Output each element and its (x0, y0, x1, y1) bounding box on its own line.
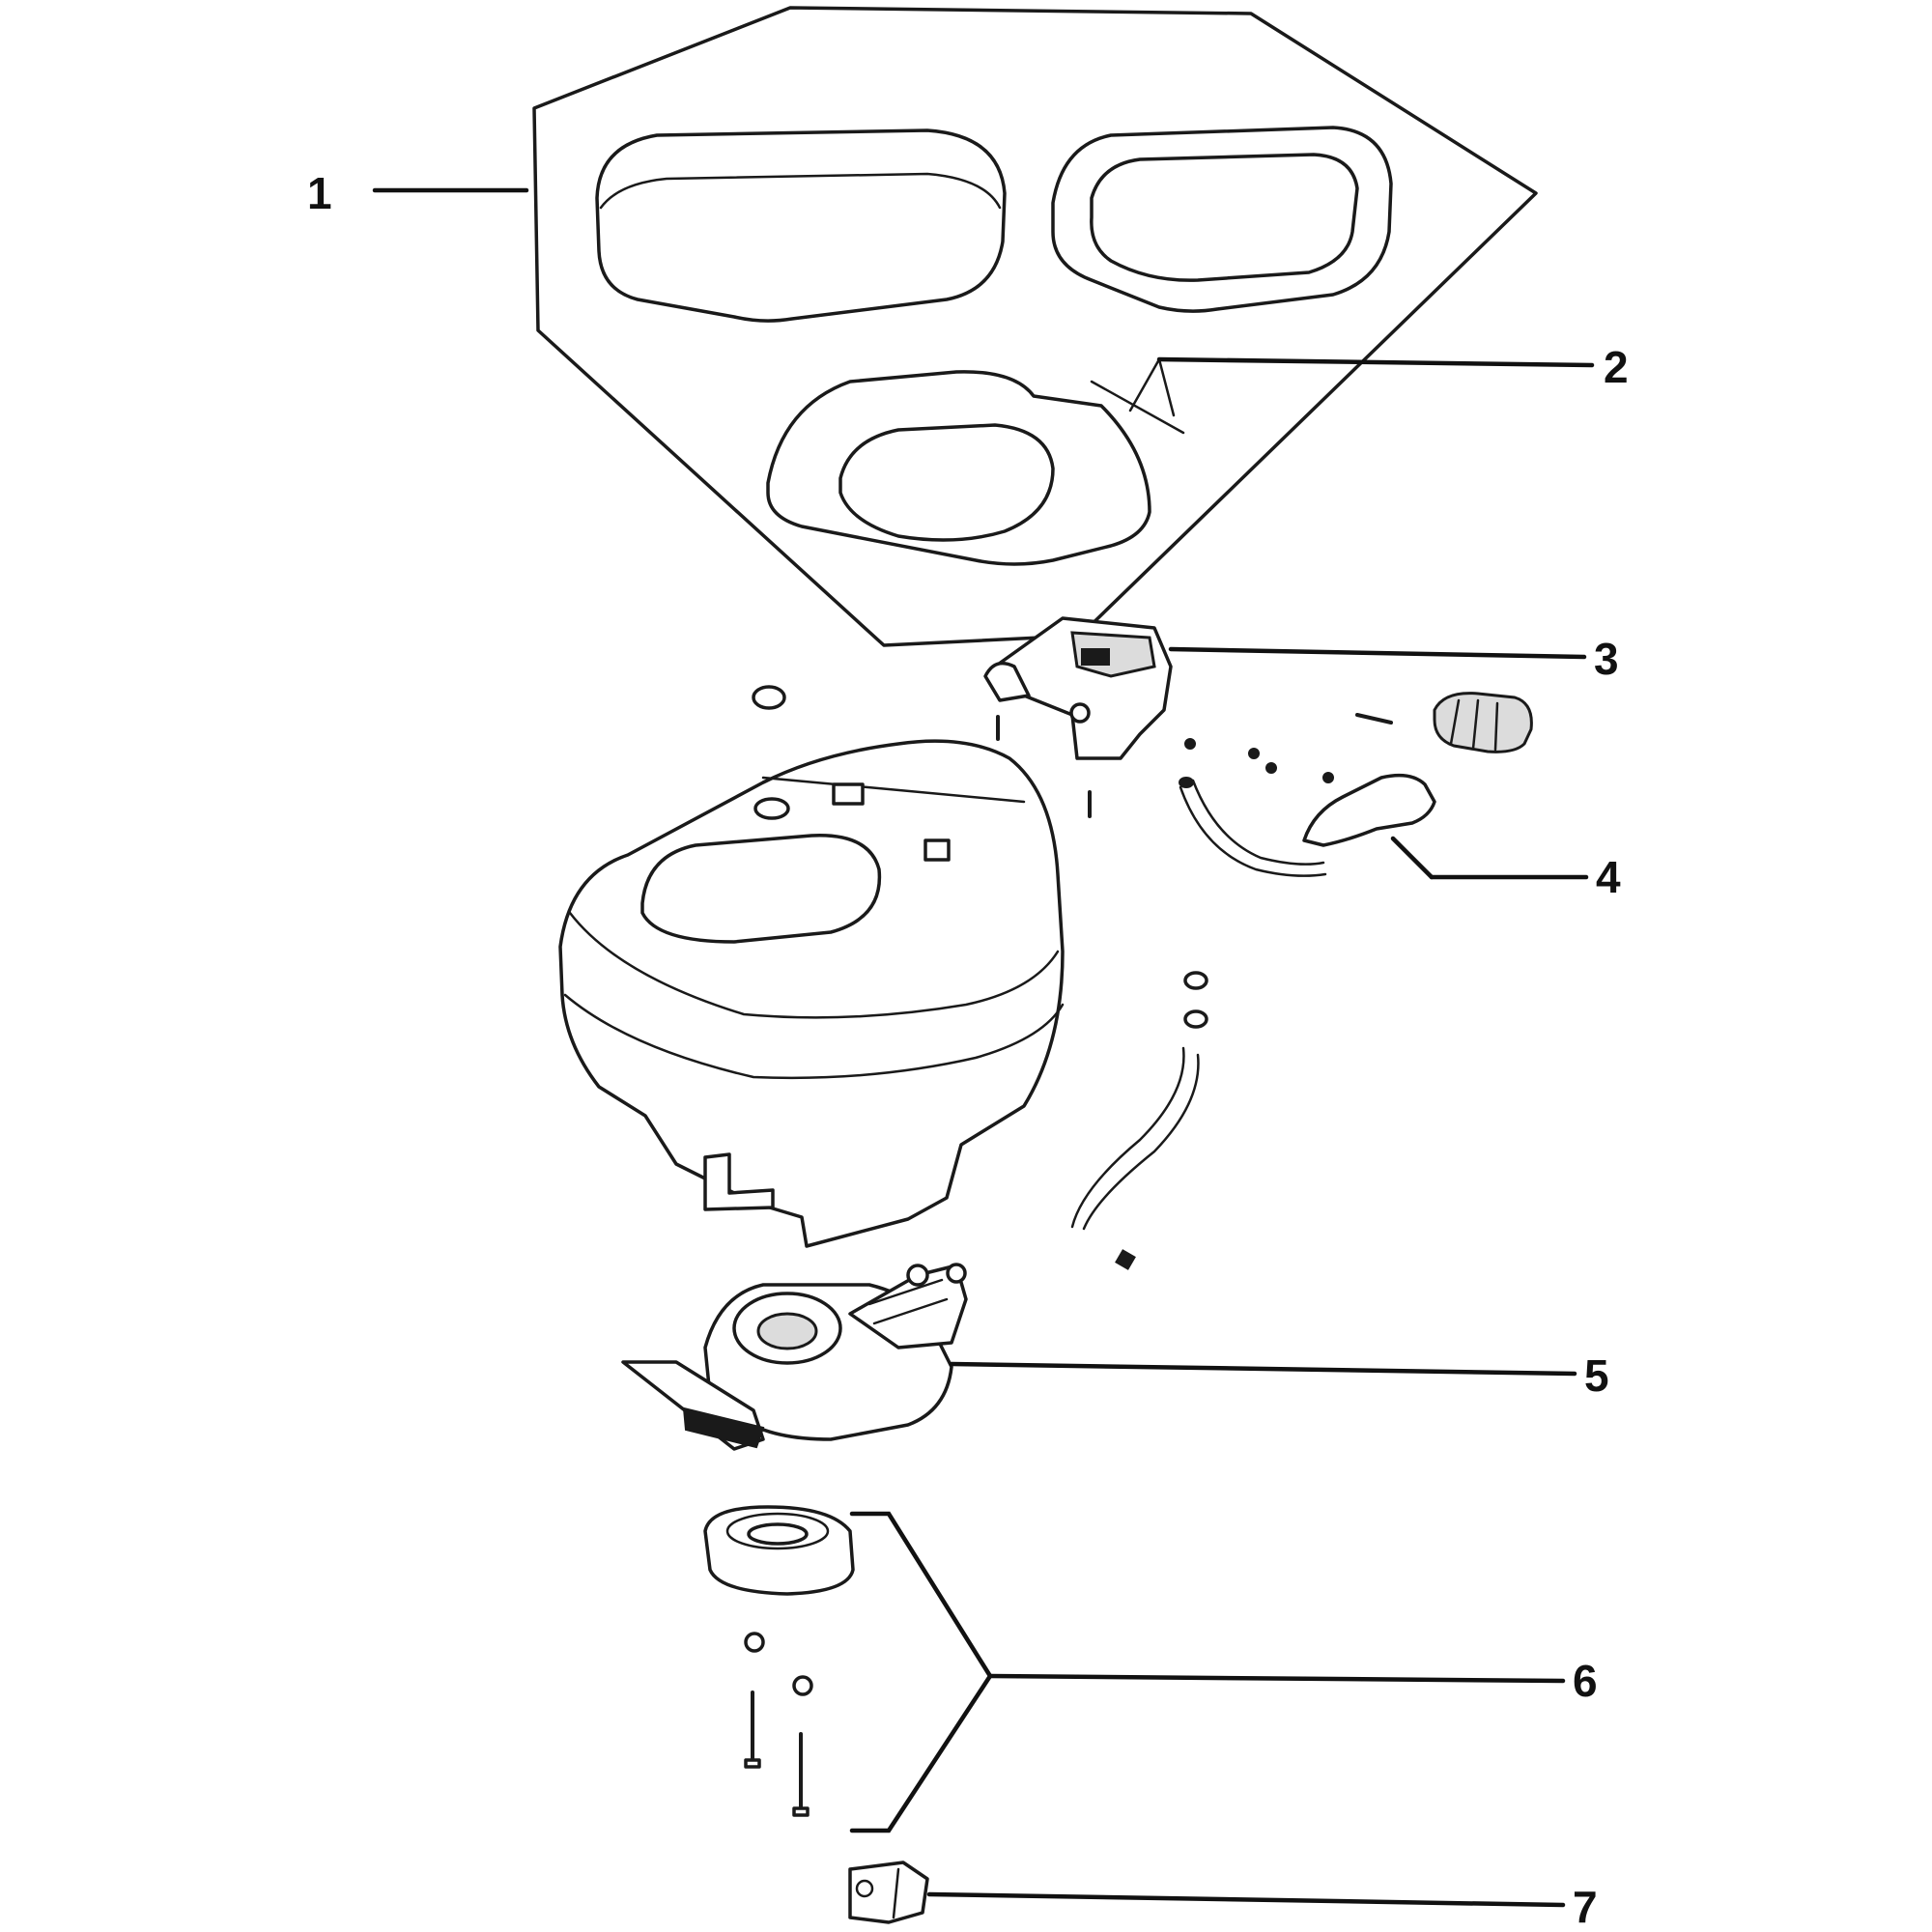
part-1-seat-cover-group (532, 6, 1538, 647)
part-5-valve-assembly (621, 1263, 968, 1451)
part-2-hinge-marker (1128, 357, 1176, 417)
callout-6: 6 (1573, 1656, 1598, 1706)
toilet-body (558, 685, 1065, 1248)
part-6-mounting-hardware (703, 1505, 855, 1817)
leader-line-3 (1168, 646, 1587, 660)
leader-line-6b (987, 1673, 1566, 1684)
leader-line-2 (1156, 356, 1595, 368)
callout-1: 1 (307, 168, 332, 218)
part-7-fitting (848, 1861, 929, 1924)
part-4-flush-pedal-and-hose (1179, 692, 1533, 877)
callout-2: 2 (1604, 342, 1629, 392)
leader-line-6 (849, 1511, 993, 1833)
callout-3: 3 (1594, 634, 1619, 684)
fastener-screws-upper (996, 702, 1393, 818)
water-hose-lower (1070, 971, 1208, 1270)
leader-line-4 (1390, 836, 1435, 880)
callout-7: 7 (1573, 1882, 1598, 1932)
part-3-hinge-bracket (983, 616, 1173, 760)
callout-5: 5 (1584, 1350, 1609, 1401)
leader-line-7 (926, 1891, 1566, 1908)
leader-line-5 (949, 1361, 1577, 1377)
callout-4: 4 (1596, 852, 1621, 902)
